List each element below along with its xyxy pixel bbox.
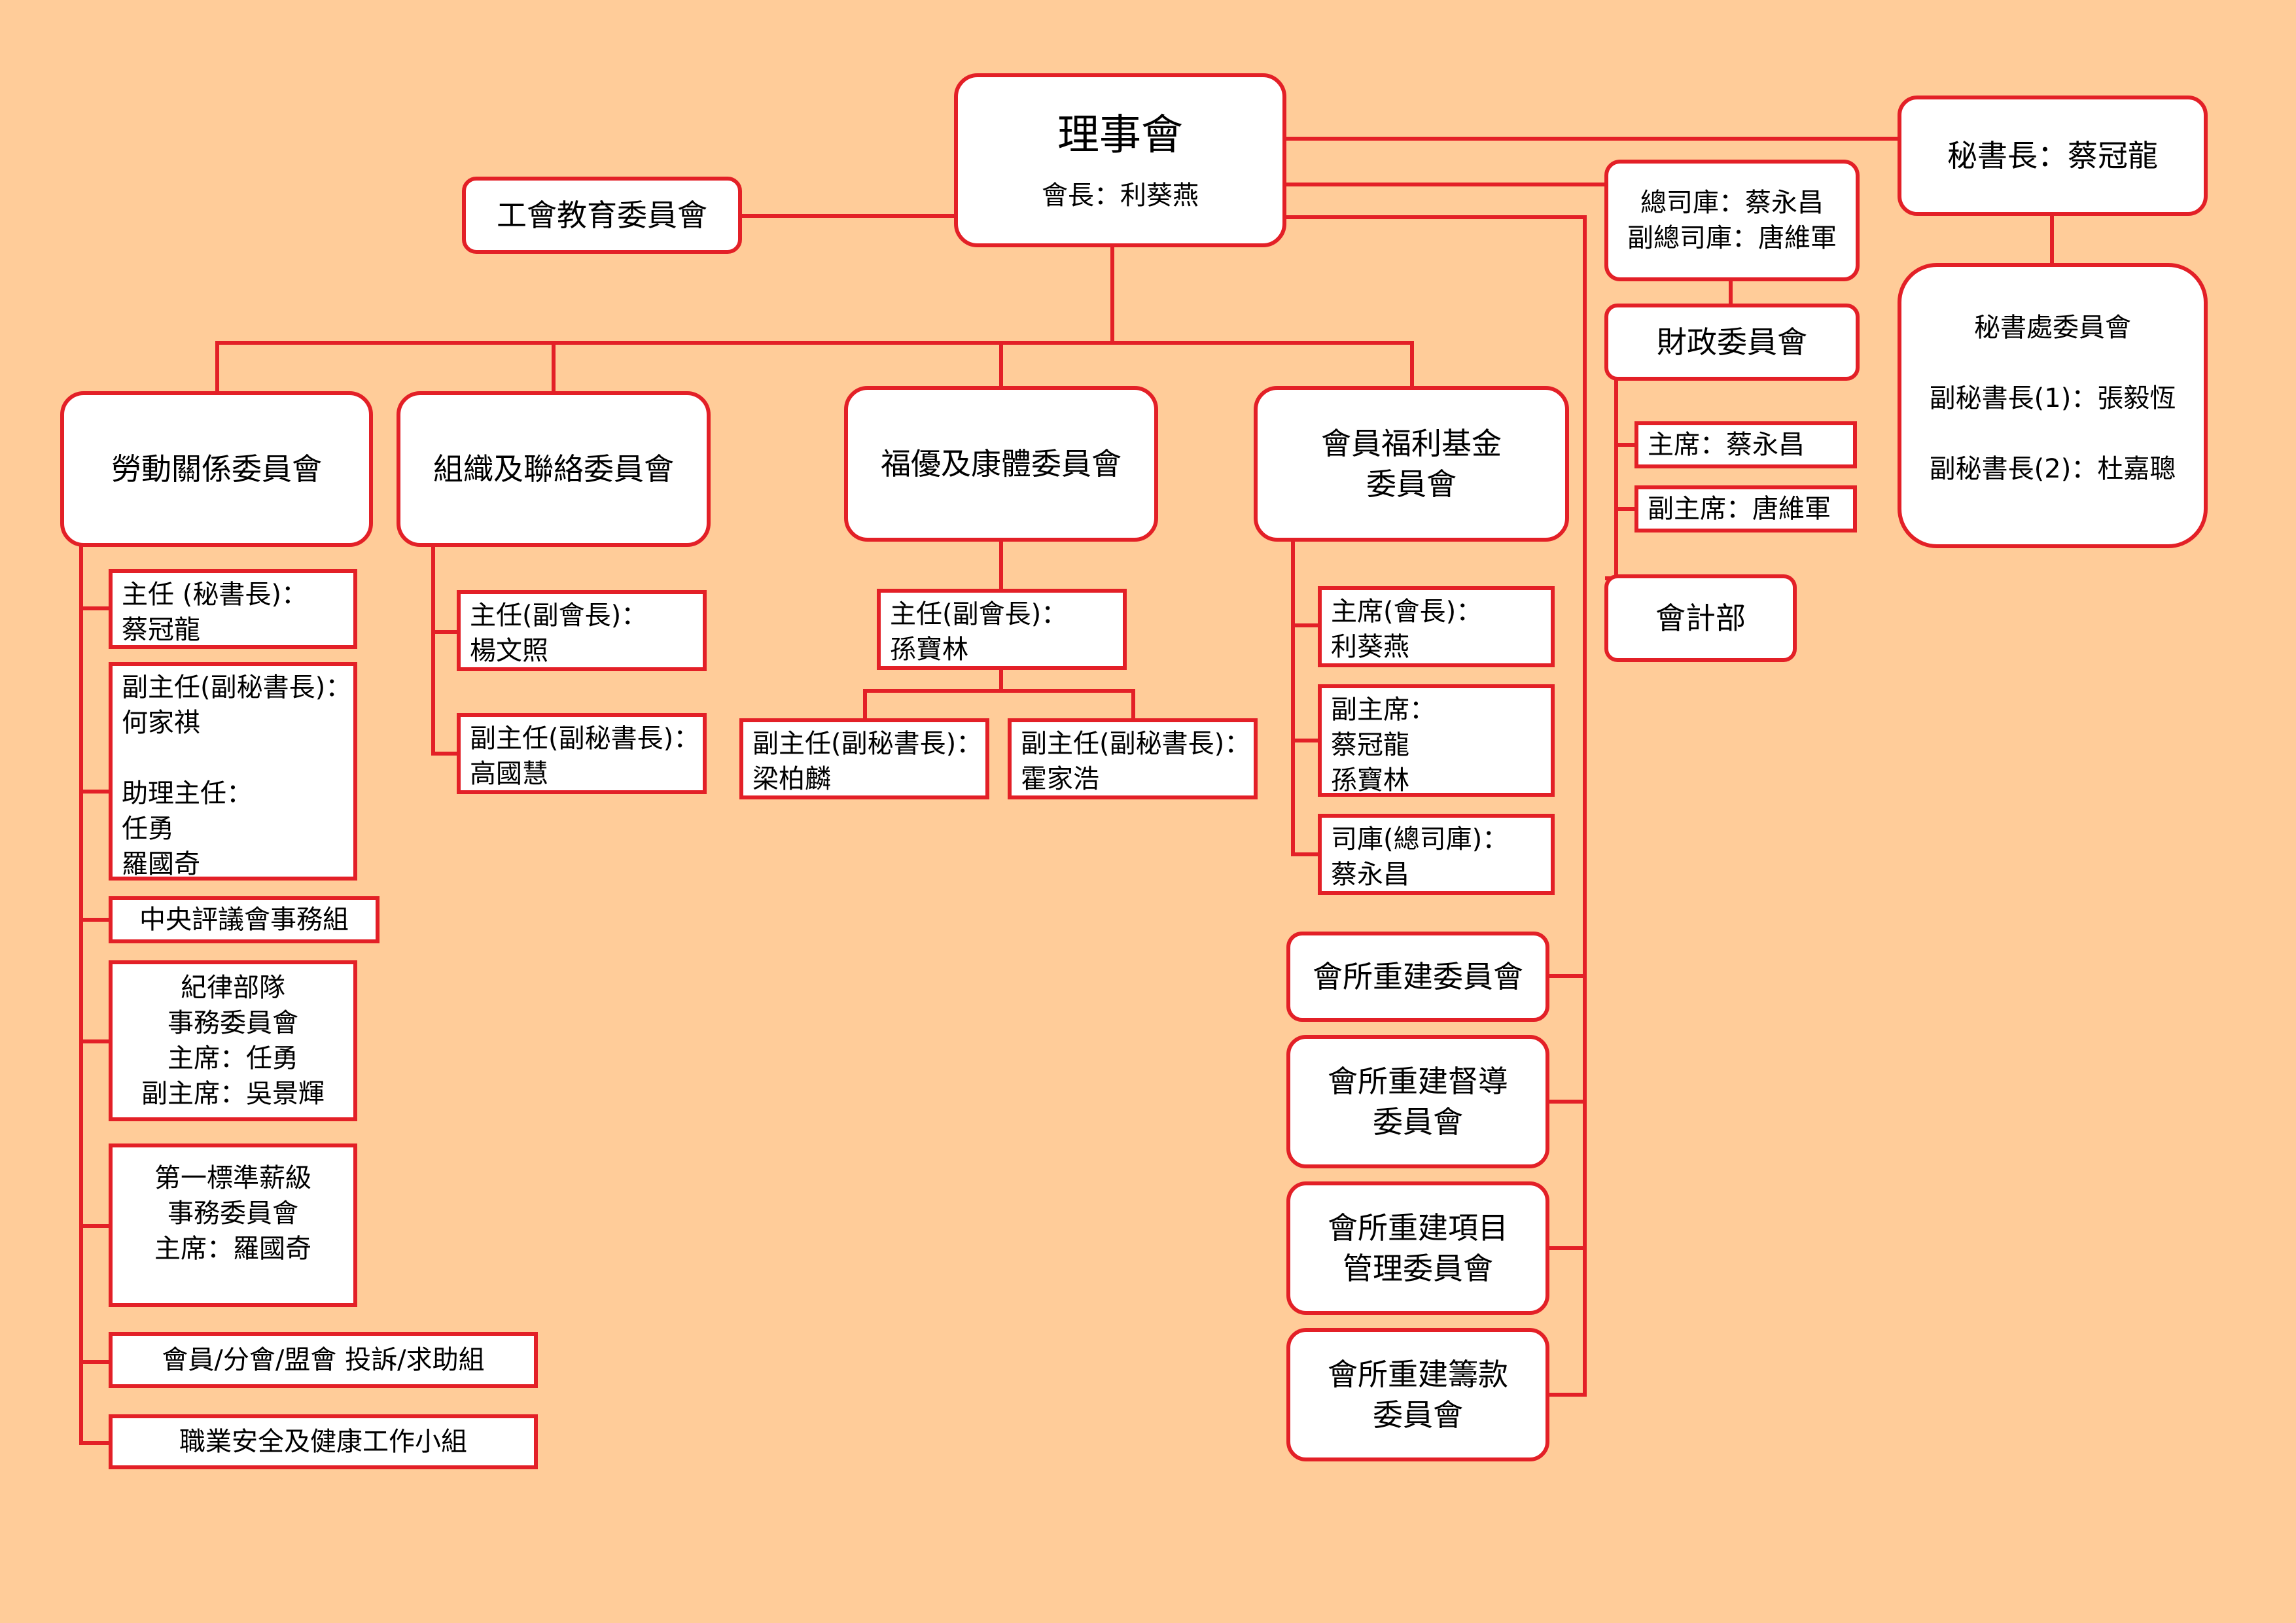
labour-deputies: 副主任(副秘書長)： 何家祺 助理主任： 任勇 羅國奇 [109, 662, 357, 881]
central-council-group: 中央評議會事務組 [109, 896, 380, 943]
secretariat-committee: 秘書處委員會 副秘書長(1)：張毅恆 副秘書長(2)：杜嘉聰 [1898, 263, 2208, 548]
welfare-recreation-committee: 福優及康體委員會 [844, 386, 1158, 542]
labour-relations-committee: 勞動關係委員會 [60, 391, 373, 547]
fund-treasurer: 司庫(總司庫)： 蔡永昌 [1318, 814, 1555, 895]
welfare-deputy-1: 副主任(副秘書長)： 梁柏麟 [739, 718, 989, 799]
board-chair: 會長：利葵燕 [1042, 180, 1199, 211]
line-board-rebuild-spine [1282, 215, 1587, 1397]
rebuild-committee: 會所重建委員會 [1286, 932, 1549, 1022]
disciplined-services-committee: 紀律部隊 事務委員會 主席：任勇 副主席：吳景輝 [109, 960, 357, 1121]
finance-chair: 主席：蔡永昌 [1634, 421, 1857, 468]
finance-committee: 財政委員會 [1604, 304, 1860, 381]
organization-deputy: 副主任(副秘書長)： 高國慧 [457, 713, 707, 794]
organization-director: 主任(副會長)： 楊文照 [457, 590, 707, 671]
rebuild-project-committee: 會所重建項目 管理委員會 [1286, 1181, 1549, 1315]
organization-liaison-committee: 組織及聯絡委員會 [397, 391, 711, 547]
fund-vice-chair: 副主席： 蔡冠龍 孫寶林 [1318, 684, 1555, 797]
finance-vice-chair: 副主席：唐維軍 [1634, 485, 1857, 532]
secretary-general: 秘書長：蔡冠龍 [1898, 96, 2208, 216]
first-pay-scale-committee: 第一標準薪級 事務委員會 主席：羅國奇 [109, 1143, 357, 1307]
welfare-deputy-2: 副主任(副秘書長)： 霍家浩 [1008, 718, 1258, 799]
rebuild-fundraising-committee: 會所重建籌款 委員會 [1286, 1328, 1549, 1461]
labour-director: 主任 (秘書長)： 蔡冠龍 [109, 569, 357, 649]
rebuild-supervisory-committee: 會所重建督導 委員會 [1286, 1035, 1549, 1168]
education-committee: 工會教育委員會 [462, 177, 742, 254]
accounting-department: 會計部 [1604, 574, 1797, 662]
board-title: 理事會 [1057, 111, 1183, 160]
treasurer-node: 總司庫：蔡永昌 副總司庫：唐維軍 [1604, 160, 1860, 281]
board-node: 理事會 會長：利葵燕 [954, 73, 1286, 247]
fund-chair: 主席(會長)： 利葵燕 [1318, 586, 1555, 667]
welfare-director: 主任(副會長)： 孫寶林 [877, 589, 1127, 670]
occupational-safety-group: 職業安全及健康工作小組 [109, 1414, 538, 1469]
welfare-fund-committee: 會員福利基金 委員會 [1254, 386, 1569, 542]
complaints-help-group: 會員/分會/盟會 投訴/求助組 [109, 1332, 538, 1388]
